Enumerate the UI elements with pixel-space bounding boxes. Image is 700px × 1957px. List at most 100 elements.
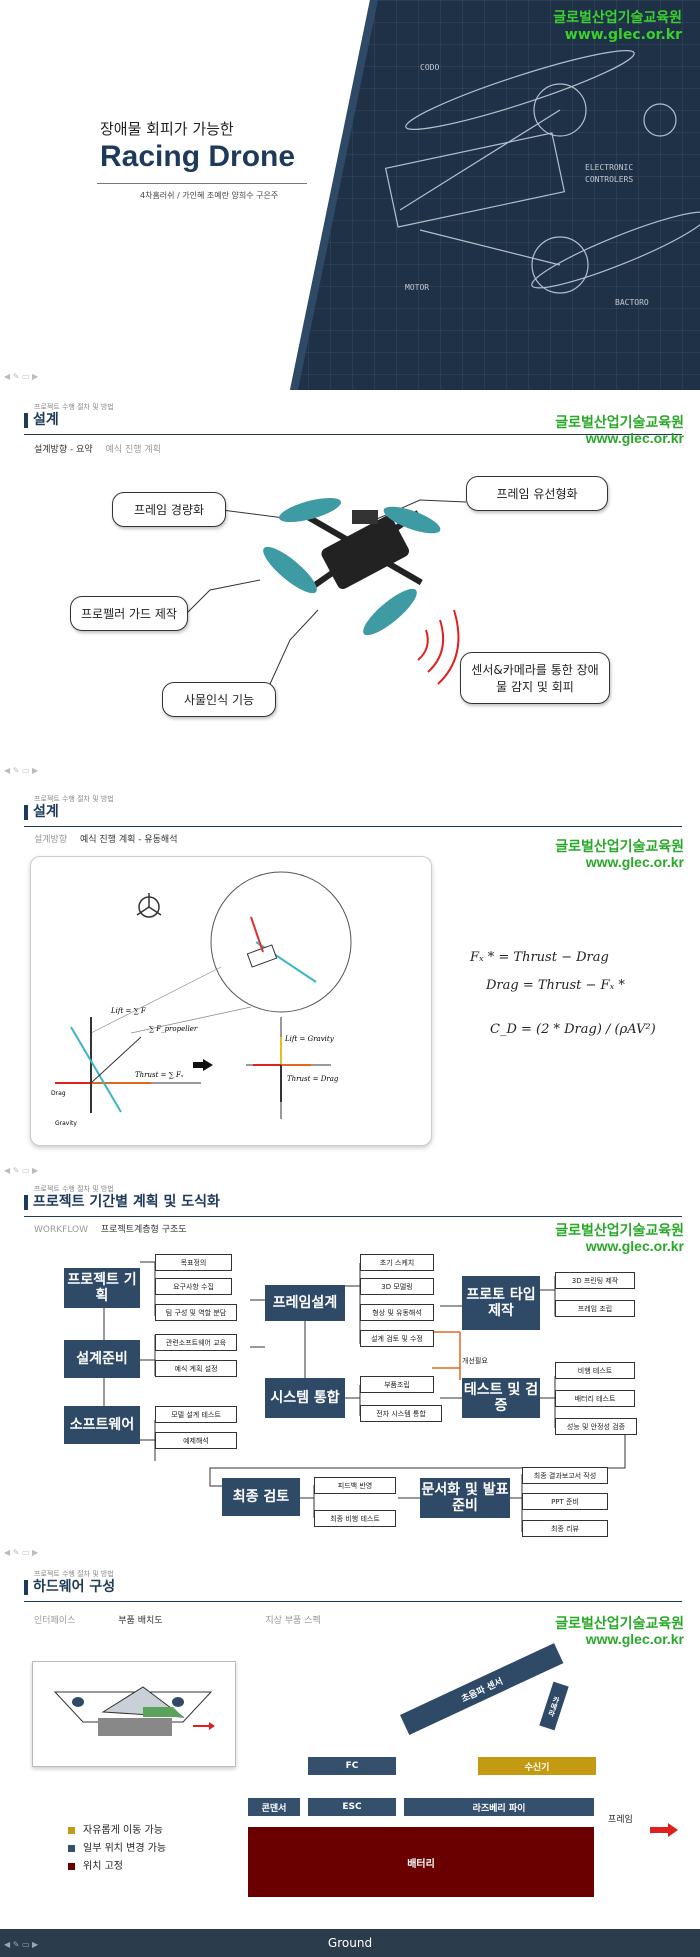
nav-item[interactable]: 설계방향 - 요약 xyxy=(34,445,93,455)
legend-swatch xyxy=(68,1844,75,1852)
slide-title: 프로젝트 기간별 계획 및 도식화 xyxy=(24,1195,220,1210)
design-flow-slide: 프로젝트 수행 절차 및 방법 설계 글로벌산업기술교육원 www.glec.o… xyxy=(0,790,700,1180)
task-box: 부품조립 xyxy=(360,1376,434,1393)
part-receiver: 수신기 xyxy=(478,1757,596,1775)
slide-toolbar[interactable]: ◀ ✎ ▭ ▶ xyxy=(4,766,39,775)
task-box: 배터리 테스트 xyxy=(555,1390,635,1407)
task-box: 성능 및 안정성 검증 xyxy=(555,1418,637,1435)
nav-item[interactable]: 인터페이스 xyxy=(34,1616,76,1626)
svg-text:CODO: CODO xyxy=(420,63,439,72)
task-box: 3D 모델링 xyxy=(360,1278,434,1295)
glec-logo: 글로벌산업기술교육원 www.glec.or.kr xyxy=(555,414,684,446)
glec-logo: 글로벌산업기술교육원 www.glec.or.kr xyxy=(555,838,684,870)
task-box: 목표정의 xyxy=(155,1254,232,1271)
logo-name: 글로벌산업기술교육원 xyxy=(555,1615,684,1631)
task-box: 관련소프트웨어 교육 xyxy=(155,1334,237,1351)
cover-logo: 글로벌산업기술교육원 www.glec.or.kr xyxy=(553,10,682,44)
callout-frame-lightweight: 프레임 경량화 xyxy=(112,492,226,527)
improve-needed-label: 개선필요 xyxy=(462,1357,488,1365)
task-box: 3D 프린팅 제작 xyxy=(555,1272,635,1289)
legend-item-adjustable: 일부 위치 변경 가능 xyxy=(68,1839,166,1854)
section-label: 프로젝트 수행 절차 및 방법 xyxy=(34,1185,114,1193)
slide-title: 설계 xyxy=(24,413,59,428)
task-box: 최종 결과보고서 작성 xyxy=(522,1467,608,1484)
task-box: 프레임 조립 xyxy=(555,1300,635,1317)
lift-sum-label: Lift = ∑ F xyxy=(110,1007,147,1015)
slide-toolbar[interactable]: ◀ ✎ ▭ ▶ xyxy=(4,1166,39,1175)
task-box: 최종 비행 테스트 xyxy=(314,1510,396,1527)
slide-title: 설계 xyxy=(24,805,59,820)
nav-item[interactable]: 지상 부품 스펙 xyxy=(265,1616,321,1626)
legend-item-movable: 자유롭게 이동 가능 xyxy=(68,1821,163,1836)
part-ultrasonic-sensor: 초음파 센서 xyxy=(400,1643,564,1735)
ground-bar: Ground xyxy=(0,1929,700,1957)
equation-net-force: Fₓ * = Thrust − Drag xyxy=(470,950,609,965)
nav-item[interactable]: 예식 진행 계획 xyxy=(105,445,161,455)
task-box: 최종 리뷰 xyxy=(522,1520,608,1537)
nav-item[interactable]: 설계방향 xyxy=(34,835,68,845)
callout-object-recognition: 사물인식 기능 xyxy=(162,682,276,717)
section-label: 프로젝트 수행 절차 및 방법 xyxy=(34,1570,114,1578)
logo-name: 글로벌산업기술교육원 xyxy=(555,838,684,854)
title-rule xyxy=(24,1601,682,1602)
glec-logo: 글로벌산업기술교육원 www.glec.or.kr xyxy=(555,1222,684,1254)
drone-diagram xyxy=(177,497,467,696)
phase-design-prep: 설계준비 xyxy=(64,1340,140,1378)
task-box: 팀 구성 및 역할 분담 xyxy=(155,1304,237,1321)
callout-propeller-guard: 프로펠러 가드 제작 xyxy=(70,596,188,631)
part-esc: ESC xyxy=(308,1798,396,1816)
legend-item-fixed: 위치 고정 xyxy=(68,1857,123,1872)
sub-navigation: 설계방향 예식 진행 계획 - 유동해석 xyxy=(34,832,188,845)
nav-item[interactable]: 부품 배치도 xyxy=(118,1616,163,1626)
part-mount: 콘덴서 xyxy=(248,1798,300,1816)
phase-final-review: 최종 검토 xyxy=(222,1478,300,1516)
task-box: 모델 설계 테스트 xyxy=(155,1406,237,1423)
phase-prototype: 프로토 타입 제작 xyxy=(462,1276,540,1330)
logo-url: www.glec.or.kr xyxy=(585,430,684,446)
legend-swatch xyxy=(68,1826,75,1834)
nav-item[interactable]: 예식 진행 계획 - 유동해석 xyxy=(80,835,178,845)
title-rule xyxy=(24,826,682,827)
drag-label: Drag xyxy=(51,1090,66,1097)
phase-frame-design: 프레임설계 xyxy=(265,1285,345,1321)
force-diagram: Lift = ∑ F ∑ F_propeller Thrust = ∑ Fₓ D… xyxy=(51,871,352,1127)
callout-frame-streamline: 프레임 유선형화 xyxy=(466,476,608,511)
nav-item[interactable]: 프로젝트계층형 구조도 xyxy=(100,1225,187,1235)
phase-software: 소프트웨어 xyxy=(64,1406,140,1444)
part-raspberry-pi: 라즈베리 파이 xyxy=(404,1798,594,1816)
logo-url: www.glec.or.kr xyxy=(585,854,684,870)
force-diagram-card: Lift = ∑ F ∑ F_propeller Thrust = ∑ Fₓ D… xyxy=(30,856,432,1146)
nav-item[interactable]: WORKFLOW xyxy=(34,1225,88,1235)
hardware-slide: 프로젝트 수행 절차 및 방법 하드웨어 구성 글로벌산업기술교육원 www.g… xyxy=(0,1565,700,1957)
section-label: 프로젝트 수행 절차 및 방법 xyxy=(34,403,114,411)
cover-subtitle: 장애물 회피가 가능한 xyxy=(100,120,234,138)
title-rule xyxy=(24,434,682,435)
phase-system-integration: 시스템 통합 xyxy=(265,1378,345,1418)
task-box: 비행 테스트 xyxy=(555,1362,635,1379)
slide-toolbar[interactable]: ◀ ✎ ▭ ▶ xyxy=(4,1940,39,1949)
forward-arrow-icon xyxy=(650,1823,678,1837)
equation-drag: Drag = Thrust − Fₓ * xyxy=(486,978,625,993)
task-box: 예식 계획 설정 xyxy=(155,1360,237,1377)
slide-toolbar[interactable]: ◀ ✎ ▭ ▶ xyxy=(4,1548,39,1557)
cover-title: Racing Drone xyxy=(100,140,296,173)
drone-side-view xyxy=(53,1686,215,1736)
slide-title: 하드웨어 구성 xyxy=(24,1580,115,1595)
drone-side-view-thumbnail xyxy=(32,1661,236,1767)
logo-name: 글로벌산업기술교육원 xyxy=(555,1222,684,1238)
drone-image xyxy=(263,497,441,636)
slide-toolbar[interactable]: ◀ ✎ ▭ ▶ xyxy=(4,372,39,381)
logo-name: 글로벌산업기술교육원 xyxy=(555,414,684,430)
task-box: 초기 스케치 xyxy=(360,1254,434,1271)
logo-url: www.glec.or.kr xyxy=(564,27,682,43)
sub-navigation: 설계방향 - 요약 예식 진행 계획 xyxy=(34,442,171,455)
design-summary-slide: 프로젝트 수행 절차 및 방법 설계 글로벌산업기술교육원 www.glec.o… xyxy=(0,390,700,790)
task-box: 전자 시스템 통합 xyxy=(360,1405,442,1422)
task-box: 피드백 반영 xyxy=(314,1477,396,1494)
workflow-slide: 프로젝트 수행 절차 및 방법 프로젝트 기간별 계획 및 도식화 글로벌산업기… xyxy=(0,1180,700,1565)
part-battery: 배터리 xyxy=(248,1827,594,1897)
f-propeller-label: ∑ F_propeller xyxy=(149,1025,198,1033)
forward-direction-label: 프레임 xyxy=(608,1815,633,1825)
task-box: 예제해석 xyxy=(155,1432,237,1449)
legend-label: 위치 고정 xyxy=(83,1861,123,1872)
